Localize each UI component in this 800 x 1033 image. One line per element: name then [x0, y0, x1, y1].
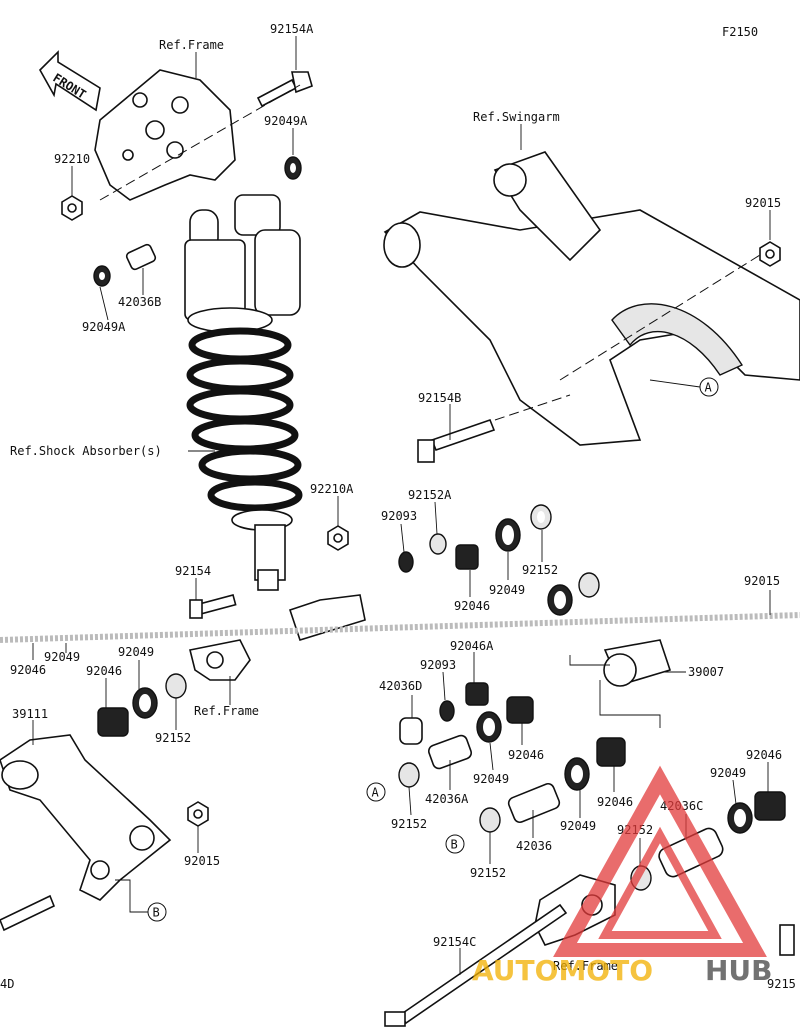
- washer-92093-top: [398, 551, 414, 573]
- label-92152-left: 92152: [155, 731, 191, 745]
- shock-absorber: [184, 194, 303, 591]
- collar-42036B: [125, 243, 157, 271]
- label-92049-far: 92049: [710, 766, 746, 780]
- label-92015-top: 92015: [745, 196, 781, 210]
- label-92210: 92210: [54, 152, 90, 166]
- label-92154A: 92154A: [270, 22, 314, 36]
- watermark-text-main: AUTOMOTO: [472, 954, 653, 987]
- label-partial-left: 4D: [0, 977, 14, 991]
- callout-a-mid: A: [372, 786, 380, 800]
- label-92154: 92154: [175, 564, 211, 578]
- bearing-92046-far: [754, 791, 786, 821]
- label-92093-top: 92093: [381, 509, 417, 523]
- ref-shock-label: Ref.Shock Absorber(s): [10, 444, 162, 458]
- collar-42036: [507, 782, 561, 824]
- rocker-arm-39111: [0, 734, 172, 901]
- label-92046-c: 92046: [86, 664, 122, 678]
- front-arrow-icon: [39, 50, 101, 112]
- washer-92152-low: [479, 807, 501, 833]
- label-92046-r: 92046: [597, 795, 633, 809]
- washer-92152-mid-right: [578, 572, 600, 598]
- ref-swingarm-label: Ref.Swingarm: [473, 110, 560, 124]
- callout-a-circle-mid: [366, 782, 386, 802]
- ref-frame-mid-label: Ref.Frame: [194, 704, 259, 718]
- callout-a-top: A: [705, 381, 713, 395]
- tear-separator: [0, 612, 800, 643]
- label-42036D: 42036D: [379, 679, 422, 693]
- frame-bracket-top: [94, 69, 236, 201]
- bolt-lower-left: [0, 894, 56, 932]
- figure-code: F2150: [722, 25, 758, 39]
- bearing-92046-r: [596, 737, 626, 767]
- label-42036A: 42036A: [425, 792, 469, 806]
- label-92152-mid: 92152: [391, 817, 427, 831]
- leader-lines: [32, 36, 771, 975]
- washer-92152A: [429, 533, 447, 555]
- label-39007: 39007: [688, 665, 724, 679]
- ref-frame-top-label: Ref.Frame: [159, 38, 224, 52]
- watermark-logo: AUTOMOTO HUB: [472, 765, 773, 987]
- bearing-92046A: [465, 682, 489, 706]
- frame-bracket-mid: [189, 639, 251, 681]
- label-92049-mid: 92049: [473, 772, 509, 786]
- label-92154B: 92154B: [418, 391, 461, 405]
- label-92154C: 92154C: [433, 935, 476, 949]
- bolt-92154: [189, 594, 237, 619]
- label-92049-b: 92049: [118, 645, 154, 659]
- label-92046-top: 92046: [454, 599, 490, 613]
- axis-line-top: [99, 84, 301, 201]
- tie-rod-39007: [603, 639, 672, 687]
- label-92152-low: 92152: [470, 866, 506, 880]
- bearing-92046-left: [97, 707, 129, 737]
- bolt-92154B: [417, 418, 496, 463]
- label-partial-right: 9215: [767, 977, 796, 991]
- callout-b-mid: B: [451, 838, 458, 852]
- label-92015-right: 92015: [744, 574, 780, 588]
- label-42036B: 42036B: [118, 295, 161, 309]
- link-fragment-upper: [288, 594, 366, 641]
- label-92049-r: 92049: [560, 819, 596, 833]
- label-92210A: 92210A: [310, 482, 354, 496]
- callout-b-left: B: [153, 906, 160, 920]
- label-92046-mid: 92046: [508, 748, 544, 762]
- axis-line-92154B: [494, 394, 571, 421]
- label-92046A: 92046A: [450, 639, 494, 653]
- washer-92093-mid: [439, 700, 455, 722]
- watermark-text-accent: HUB: [705, 954, 773, 987]
- axis-line-swingarm: [559, 254, 761, 381]
- bolt-92154A: [256, 71, 313, 108]
- swingarm: [383, 151, 800, 446]
- collar-42036D: [399, 717, 423, 745]
- label-92046-left: 92046: [10, 663, 46, 677]
- washer-92152-left: [165, 673, 187, 699]
- bearing-92046-top: [455, 544, 479, 570]
- bolt-partial-right: [779, 924, 795, 956]
- washer-92152-mid: [398, 762, 420, 788]
- label-92049A-left: 92049A: [82, 320, 126, 334]
- label-92093-mid: 92093: [420, 658, 456, 672]
- label-92015-bottom: 92015: [184, 854, 220, 868]
- bolt-92154C: [384, 903, 568, 1027]
- label-92049-left: 92049: [44, 650, 80, 664]
- label-39111: 39111: [12, 707, 48, 721]
- label-92152-top: 92152: [522, 563, 558, 577]
- callout-b-circle-mid: [445, 834, 465, 854]
- bearing-92046-mid: [506, 696, 534, 724]
- ref-frame-bottom-label: Ref.Frame: [553, 959, 618, 973]
- label-92049A-top: 92049A: [264, 114, 308, 128]
- label-92049-top: 92049: [489, 583, 525, 597]
- label-42036: 42036: [516, 839, 552, 853]
- label-92046-far: 92046: [746, 748, 782, 762]
- label-92152A: 92152A: [408, 488, 452, 502]
- collar-42036A: [427, 734, 473, 770]
